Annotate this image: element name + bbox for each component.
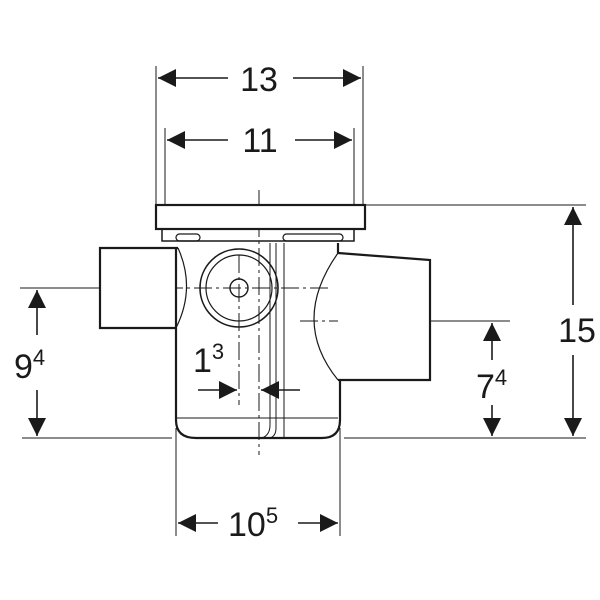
plate-ledge (161, 229, 355, 242)
dim-left-outlet-height: 94 (14, 345, 45, 386)
dim-overall-width: 13 (240, 61, 278, 99)
dim-body-width: 105 (228, 503, 278, 544)
inlet-hole (229, 278, 249, 298)
left-pipe-curve (175, 247, 188, 329)
inlet-ring-inner (205, 254, 273, 322)
body-outline (174, 243, 342, 440)
dimension-lines (28, 69, 582, 532)
dim-inner-width: 11 (242, 122, 277, 160)
right-outlet-pipe (337, 251, 432, 382)
dim-overall-height: 15 (558, 312, 596, 350)
drain-body (98, 203, 432, 440)
top-plate (154, 203, 367, 231)
right-pipe-curve (313, 252, 339, 381)
inlet-ring-outer (199, 248, 279, 328)
dim-axis-offset: 13 (193, 339, 224, 380)
dim-right-outlet-height: 74 (476, 365, 507, 406)
left-outlet-pipe (98, 246, 178, 330)
extension-lines (22, 66, 586, 536)
